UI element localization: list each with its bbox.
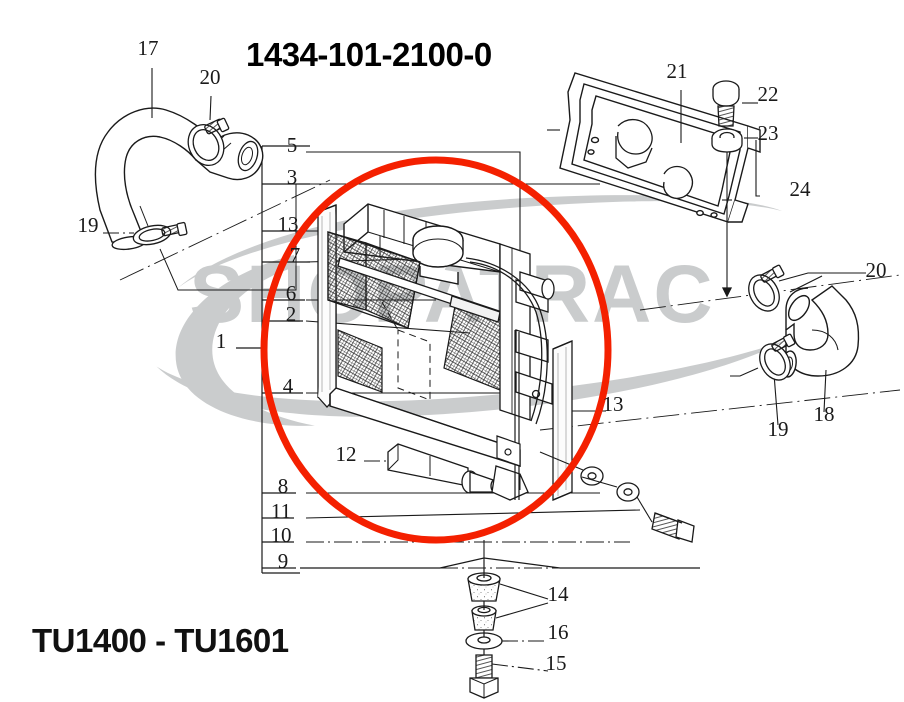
callout-number-20b: 20 (866, 258, 887, 282)
page-title: 1434-101-2100-0 (246, 36, 492, 73)
lower-hose-leaders (773, 369, 827, 426)
shroud-leaders (547, 90, 760, 197)
callout-number-3: 3 (287, 165, 298, 189)
lower-radiator-hose-part (781, 275, 860, 378)
callout-number-12: 12 (336, 442, 357, 466)
leader-19-right (730, 367, 759, 377)
shroud-fasteners (711, 80, 743, 298)
hose-clamp-19-left (132, 221, 188, 246)
callout-number-19a: 19 (78, 213, 99, 237)
callout-number-16: 16 (548, 620, 569, 644)
upper-radiator-hose-part (94, 107, 264, 251)
callout-number-13b: 13 (603, 392, 624, 416)
callout-number-24: 24 (790, 177, 812, 201)
bottom-right-fasteners (580, 466, 695, 543)
callout-number-20a: 20 (200, 65, 221, 89)
red-highlight-circle (260, 156, 612, 544)
frame-outline (300, 557, 700, 569)
callout-number-7: 7 (290, 243, 301, 267)
hose-clamp-20-top (187, 117, 230, 166)
callout-number-5: 5 (287, 133, 298, 157)
callout-number-14: 14 (548, 582, 570, 606)
shroud-fastener-leaders (742, 102, 758, 139)
callout-number-19b: 19 (768, 417, 789, 441)
hose-clamp-19-right (759, 333, 796, 381)
model-range-label: TU1400 - TU1601 (32, 622, 289, 659)
leader-20-top (209, 95, 212, 121)
callout-number-4: 4 (283, 374, 294, 398)
callout-number-6: 6 (286, 281, 297, 305)
fastener-leaders (539, 451, 653, 523)
callout-number-9: 9 (278, 549, 289, 573)
callout-number-21: 21 (667, 59, 688, 83)
callout-number-18: 18 (814, 402, 835, 426)
callout-number-22: 22 (758, 82, 779, 106)
callout-number-1: 1 (216, 329, 227, 353)
callout-number-10: 10 (271, 523, 292, 547)
leader-20-right (778, 272, 866, 282)
bottom-mount-stack (465, 560, 503, 699)
callout-number-15: 15 (546, 651, 567, 675)
callout-number-17: 17 (138, 36, 159, 60)
hose-clamp-20-right (748, 264, 785, 312)
callout-number-2: 2 (286, 302, 297, 326)
bottom-mount-leaders (483, 540, 549, 672)
callout-number-23: 23 (758, 121, 779, 145)
callout-number-11: 11 (271, 499, 291, 523)
radiator-assembly-drawing (317, 203, 573, 501)
callout-number-13a: 13 (278, 212, 299, 236)
shroud-assembly (559, 72, 761, 223)
callout-number-8: 8 (278, 474, 289, 498)
callout-number-layer: 1720195313762141281110913141615212223242… (78, 36, 887, 675)
